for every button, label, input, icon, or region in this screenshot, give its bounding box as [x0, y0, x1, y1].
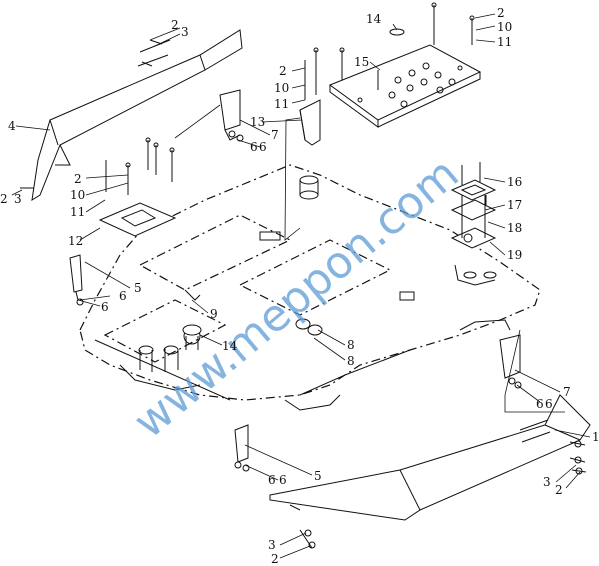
callout-7: 7: [563, 385, 571, 399]
callout-9: 9: [210, 307, 218, 321]
callout-10: 10: [274, 81, 289, 95]
fasteners: [20, 2, 587, 549]
callout-15: 15: [354, 55, 369, 69]
callout-5: 5: [134, 281, 142, 295]
plate-cutout-lower-left: [103, 299, 227, 363]
callout-2: 2: [279, 64, 287, 78]
callout-7: 7: [271, 128, 279, 142]
part-13-bracket: [299, 99, 321, 146]
callout-10: 10: [70, 188, 85, 202]
callout-14: 14: [366, 12, 382, 26]
callout-11: 11: [274, 97, 289, 111]
callout-6: 6: [545, 397, 553, 411]
callout-10: 10: [497, 20, 512, 34]
callout-2: 2: [555, 483, 563, 497]
part-16-plate: [450, 179, 497, 201]
callout-6: 6: [279, 473, 287, 487]
part-5-bracket-lower: [234, 424, 249, 463]
callout-17: 17: [507, 198, 522, 212]
callout-18: 18: [507, 221, 522, 235]
callout-11: 11: [497, 35, 512, 49]
floor-plate-inner: [94, 339, 411, 401]
callout-13: 13: [250, 115, 265, 129]
part-17-plate: [450, 199, 497, 221]
callout-3: 3: [14, 192, 22, 206]
callout-1: 1: [592, 430, 599, 444]
floor-plate-outline: [79, 164, 541, 401]
callout-4: 4: [8, 119, 16, 133]
callout-6: 6: [101, 300, 109, 314]
part-15-holes: [357, 62, 463, 108]
callout-14: 14: [222, 339, 238, 353]
callout-5: 5: [314, 469, 322, 483]
plate-slot-2: [259, 231, 281, 241]
callout-3: 3: [543, 475, 551, 489]
part-8-knob-a: [295, 318, 311, 330]
part-12-plate: [98, 202, 177, 237]
callout-2: 2: [74, 172, 82, 186]
part-14-cap-lower: [182, 324, 202, 336]
plate-cutout-center: [238, 239, 392, 316]
callout-labels: 1 2 3 4 2 3 2 10 11 12 5 6 6 9 14 2 10 1…: [0, 6, 599, 566]
callout-12: 12: [68, 234, 83, 248]
callout-6: 6: [536, 397, 544, 411]
part-4-guard: [31, 29, 243, 201]
part-19-mount: [450, 227, 497, 249]
callout-6: 6: [250, 140, 258, 154]
callout-6: 6: [268, 473, 276, 487]
callout-2: 2: [497, 6, 505, 20]
callout-8: 8: [347, 338, 355, 352]
part-5-bracket-left: [69, 254, 83, 293]
callout-3: 3: [268, 538, 276, 552]
callout-19: 19: [507, 248, 522, 262]
watermark: www.meppon.com: [124, 148, 468, 448]
plate-cutout-left: [138, 214, 292, 291]
callout-11: 11: [70, 205, 85, 219]
leader-lines: [11, 13, 591, 559]
callout-2: 2: [171, 18, 179, 32]
callout-8: 8: [347, 354, 355, 368]
callout-16: 16: [507, 175, 522, 189]
callout-6: 6: [119, 289, 127, 303]
callout-6: 6: [259, 140, 267, 154]
part-7-bracket-upper: [219, 89, 241, 131]
part-1-guard: [269, 394, 591, 521]
callout-2: 2: [271, 552, 279, 566]
callout-3: 3: [181, 25, 189, 39]
plate-small-slot: [399, 291, 415, 301]
part-14-cap-top: [389, 28, 405, 36]
part-8-knob-b: [307, 324, 323, 336]
callout-2: 2: [0, 192, 8, 206]
